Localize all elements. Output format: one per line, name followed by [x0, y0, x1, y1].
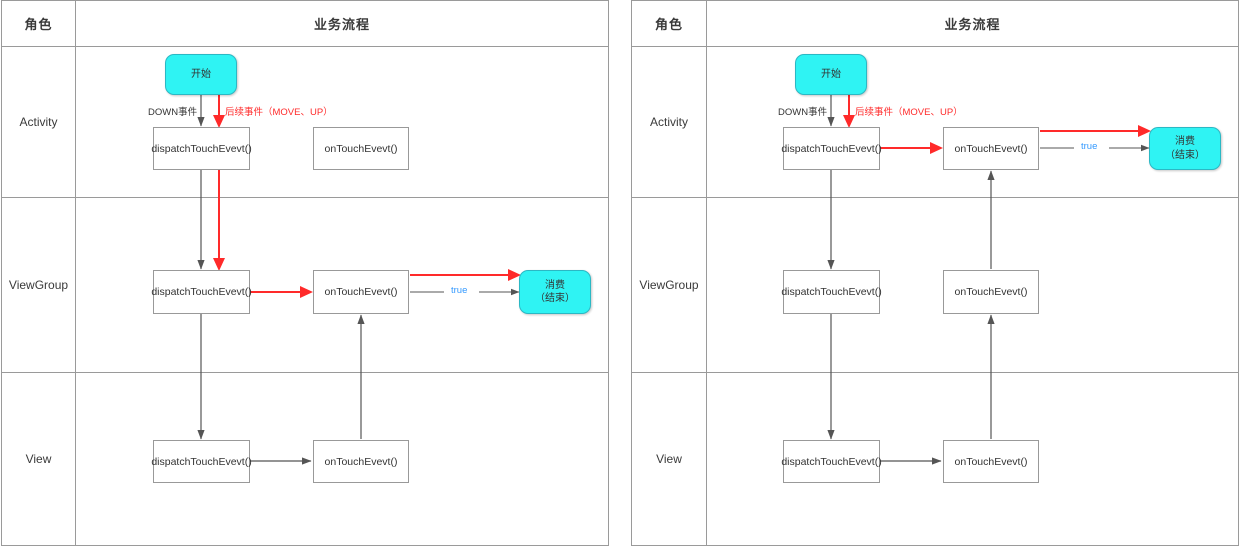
node-activity-dispatch[interactable]: dispatchTouchEvevt() — [781, 127, 882, 170]
node-view-dispatch[interactable]: dispatchTouchEvevt() — [781, 440, 882, 483]
header-cell-flow: 业务流程 — [706, 0, 1239, 47]
node-consume-line1: 消费 — [1175, 136, 1195, 147]
edge-label-true: true — [1081, 141, 1098, 152]
node-viewgroup-ontouch[interactable]: onTouchEvevt() — [943, 270, 1039, 314]
edge-label-true: true — [451, 285, 468, 296]
node-consume-end[interactable]: 消费 （结束） — [519, 270, 591, 314]
node-view-ontouch[interactable]: onTouchEvevt() — [943, 440, 1039, 483]
node-start[interactable]: 开始 — [795, 54, 867, 95]
lane-body-activity — [75, 46, 609, 198]
node-start[interactable]: 开始 — [165, 54, 237, 95]
node-activity-ontouch[interactable]: onTouchEvevt() — [313, 127, 409, 170]
edge-label-down-event: DOWN事件 — [778, 107, 828, 118]
lane-label-activity: Activity — [1, 46, 76, 198]
node-activity-dispatch[interactable]: dispatchTouchEvevt() — [151, 127, 252, 170]
edge-label-down-event: DOWN事件 — [148, 107, 198, 118]
lane-label-viewgroup: ViewGroup — [631, 197, 707, 373]
lane-label-view: View — [631, 372, 707, 546]
node-viewgroup-ontouch[interactable]: onTouchEvevt() — [313, 270, 409, 314]
swimlane-panel-left: 角色 业务流程 Activity ViewGroup View — [1, 0, 609, 546]
lane-body-activity — [706, 46, 1239, 198]
lane-label-viewgroup: ViewGroup — [1, 197, 76, 373]
node-consume-end[interactable]: 消费 （结束） — [1149, 127, 1221, 170]
edge-label-subsequent-events: 后续事件（MOVE、UP） — [225, 107, 333, 118]
node-consume-line2: （结束） — [535, 293, 575, 304]
header-cell-role: 角色 — [1, 0, 76, 47]
node-viewgroup-dispatch[interactable]: dispatchTouchEvevt() — [151, 270, 252, 314]
swimlane-panel-right: 角色 业务流程 Activity ViewGroup View — [631, 0, 1239, 546]
node-consume-line1: 消费 — [545, 279, 565, 291]
node-view-dispatch[interactable]: dispatchTouchEvevt() — [151, 440, 252, 483]
header-cell-flow: 业务流程 — [75, 0, 609, 47]
node-view-ontouch[interactable]: onTouchEvevt() — [313, 440, 409, 483]
lane-body-view — [75, 372, 609, 546]
lane-label-view: View — [1, 372, 76, 546]
node-consume-line2: （结束） — [1165, 149, 1205, 161]
edge-label-subsequent-events: 后续事件（MOVE、UP） — [855, 107, 963, 118]
lane-body-view — [706, 372, 1239, 546]
node-activity-ontouch[interactable]: onTouchEvevt() — [943, 127, 1039, 170]
header-cell-role: 角色 — [631, 0, 707, 47]
node-viewgroup-dispatch[interactable]: dispatchTouchEvevt() — [781, 270, 882, 314]
lane-label-activity: Activity — [631, 46, 707, 198]
